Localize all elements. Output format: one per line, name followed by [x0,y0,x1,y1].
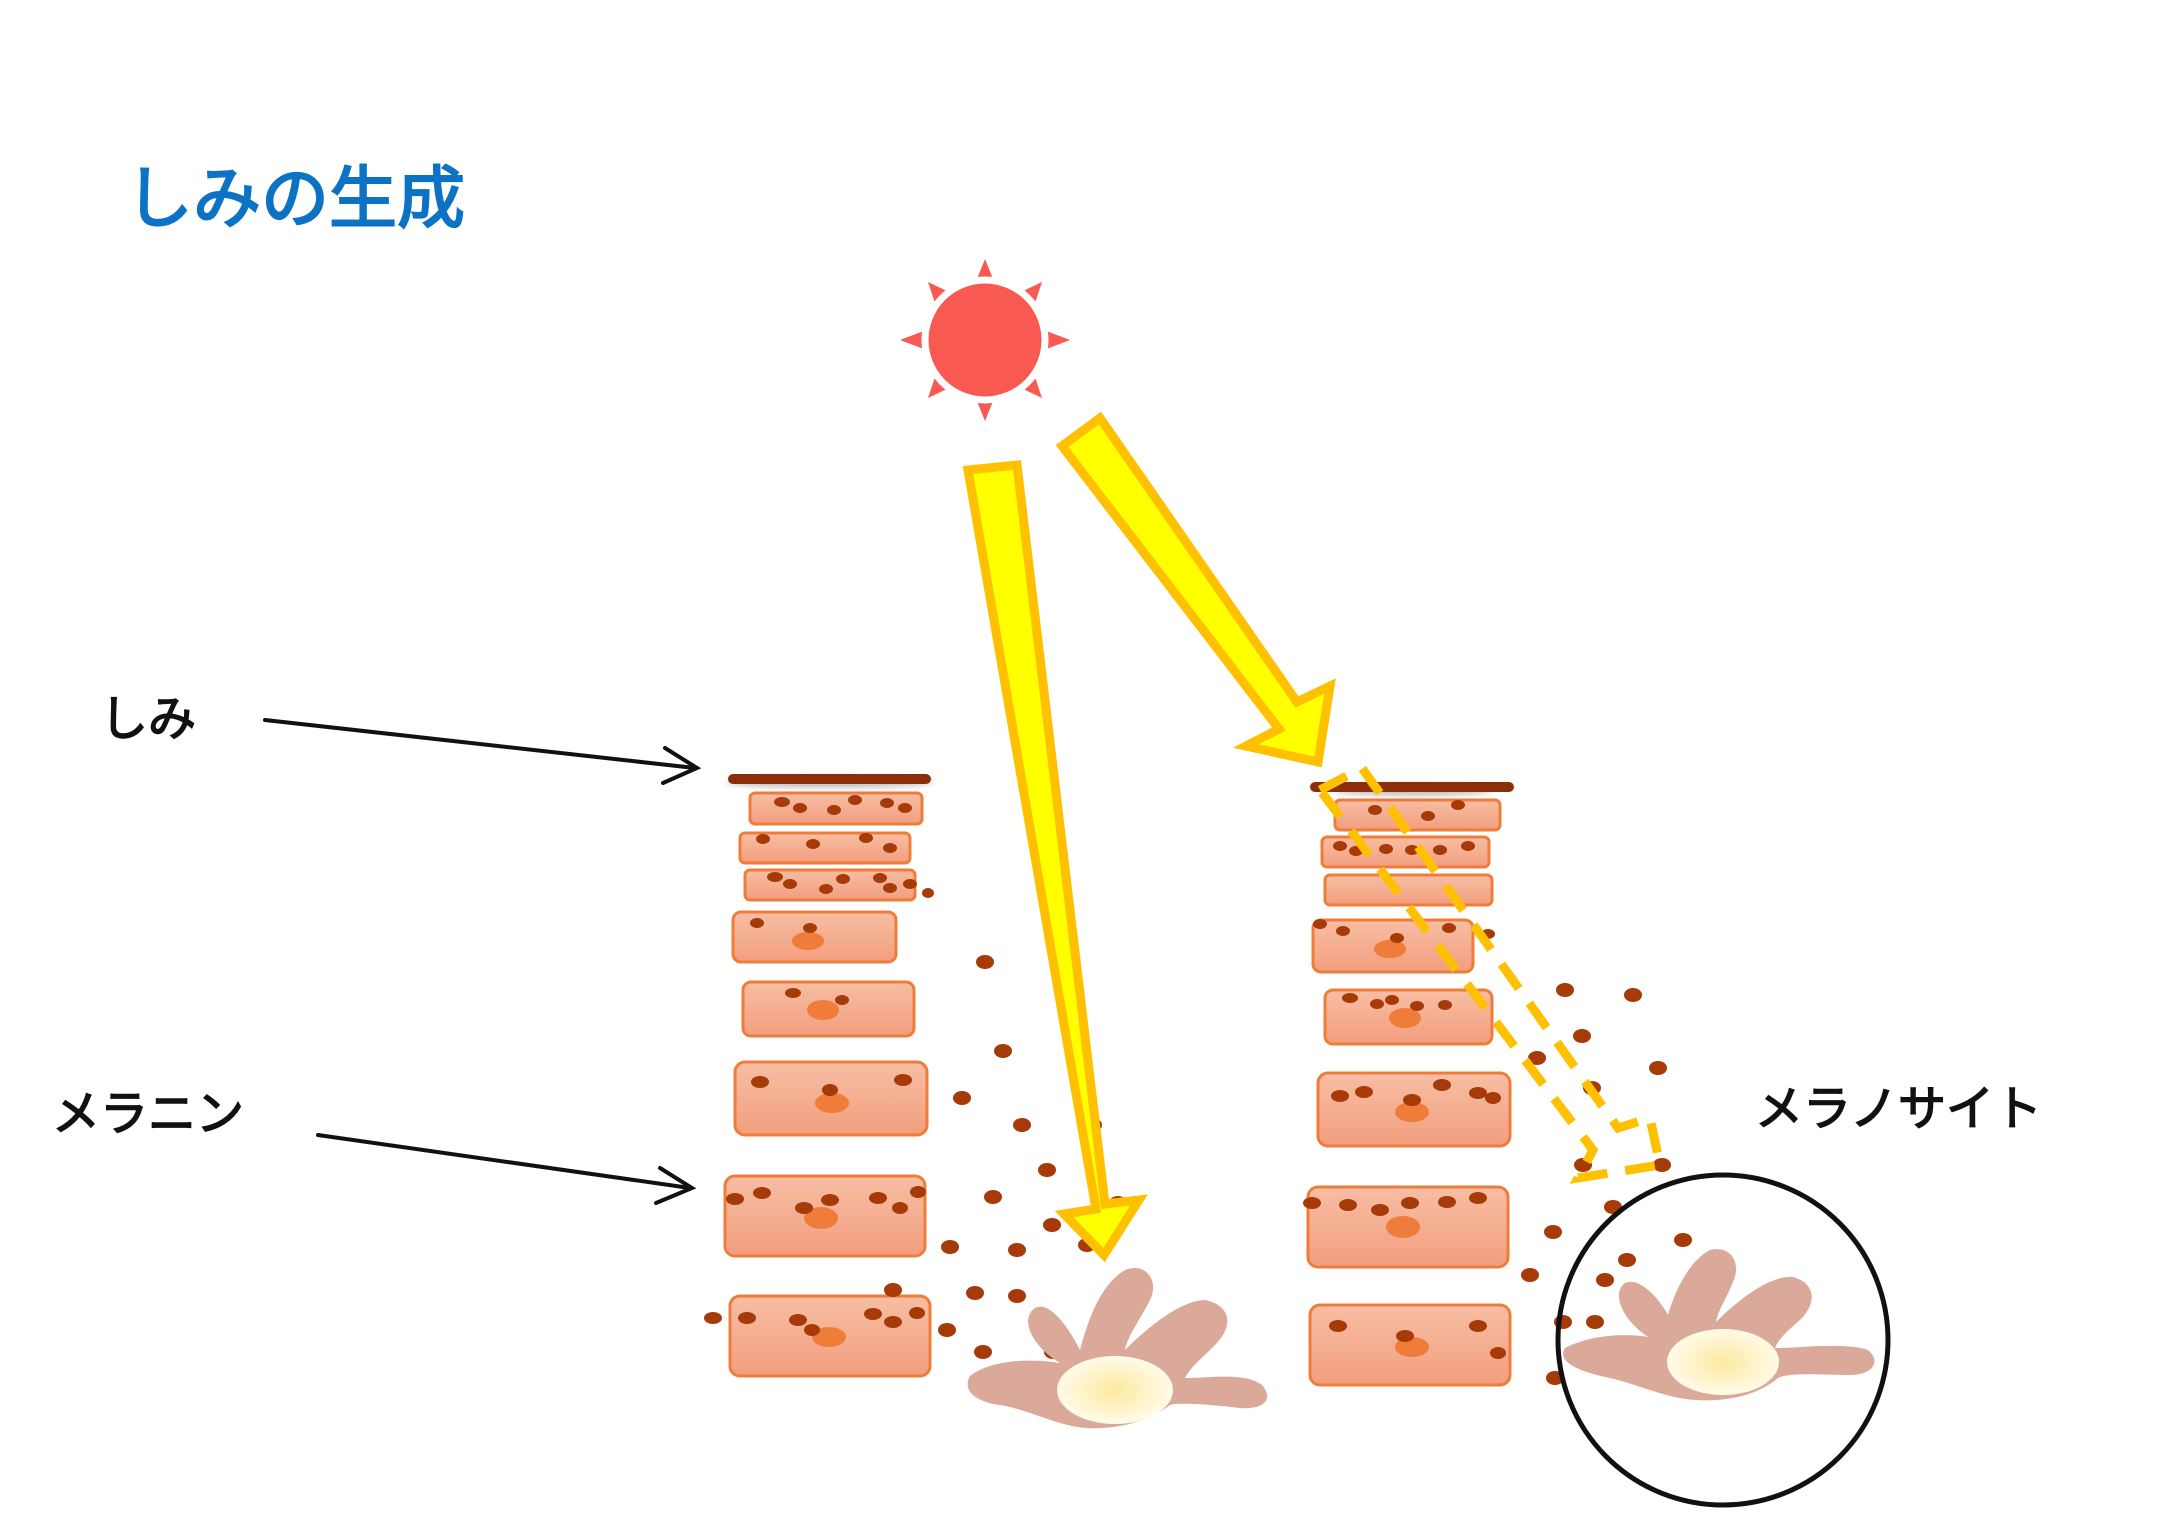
page-title: しみの生成 [125,160,465,239]
sun-icon [900,259,1070,421]
label-melanin: メラニン [52,1086,244,1142]
pointer-arrow-melanin [316,1133,697,1205]
uv-light-beam-straight [962,460,1148,1263]
label-shimi: しみ [100,691,196,747]
melanocyte-cell-left [967,1268,1268,1429]
spot-left [726,774,934,788]
uv-light-beam-penetrating-dashed [1313,762,1666,1184]
label-melanocyte: メラノサイト [1755,1081,2042,1137]
melanocyte-highlight-circle [1555,1172,1891,1508]
melanocyte-cell-right [1563,1249,1875,1401]
pointer-arrow-shimi [263,718,702,785]
skin-column-right [1306,782,1514,1387]
skin-column-left [723,774,934,1378]
melanin-granules [704,795,1692,1385]
cell-nuclei-left [792,932,849,1347]
uv-light-beam-reflected [1055,411,1336,768]
cell-nuclei-right [1374,940,1429,1357]
